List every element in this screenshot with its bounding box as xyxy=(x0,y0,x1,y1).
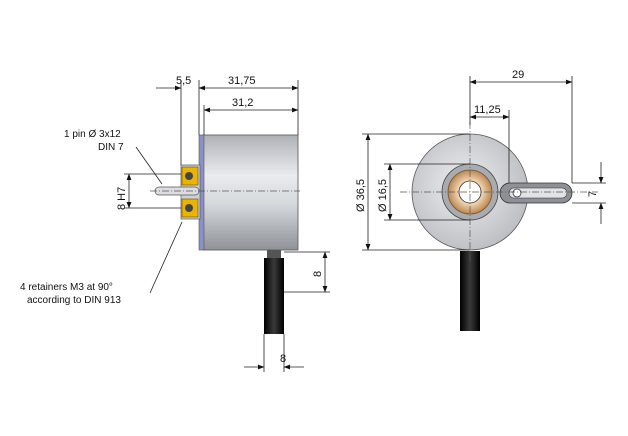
note-retainers-line1: 4 retainers M3 at 90° xyxy=(20,282,113,293)
dim-dia-36-5: Ø 36,5 xyxy=(355,179,367,212)
front-cable xyxy=(460,251,480,331)
cable xyxy=(264,258,284,334)
note-retainers-line2: according to DIN 913 xyxy=(27,295,121,306)
dim-31-75: 31,75 xyxy=(228,75,256,87)
dim-11-25: 11,25 xyxy=(474,104,501,116)
dim-dia-16-5: Ø 16,5 xyxy=(377,179,389,212)
clamp-screw xyxy=(512,188,522,198)
dim-31-2: 31,2 xyxy=(232,97,253,109)
screw-top xyxy=(185,172,193,180)
front-view: 29 11,25 Ø 36,5 Ø 16,5 7 xyxy=(355,69,606,331)
encoder-body xyxy=(202,134,299,251)
cable-gland xyxy=(267,250,281,258)
dim-29: 29 xyxy=(512,69,524,81)
dim-7: 7 xyxy=(587,191,599,197)
clamp-slot xyxy=(508,187,568,199)
side-view: 5,5 31,75 31,2 8 H7 8 8 1 pin Ø 3x12 DIN… xyxy=(20,75,330,372)
dim-8-bottom: 8 xyxy=(280,353,286,365)
screw-bottom xyxy=(185,204,193,212)
dim-8-cable: 8 xyxy=(312,271,324,277)
dim-8h7: 8 H7 xyxy=(116,187,128,210)
note-pin-line1: 1 pin Ø 3x12 xyxy=(64,129,121,140)
dim-5-5: 5,5 xyxy=(176,75,191,87)
note-pin-line2: DIN 7 xyxy=(98,142,124,153)
